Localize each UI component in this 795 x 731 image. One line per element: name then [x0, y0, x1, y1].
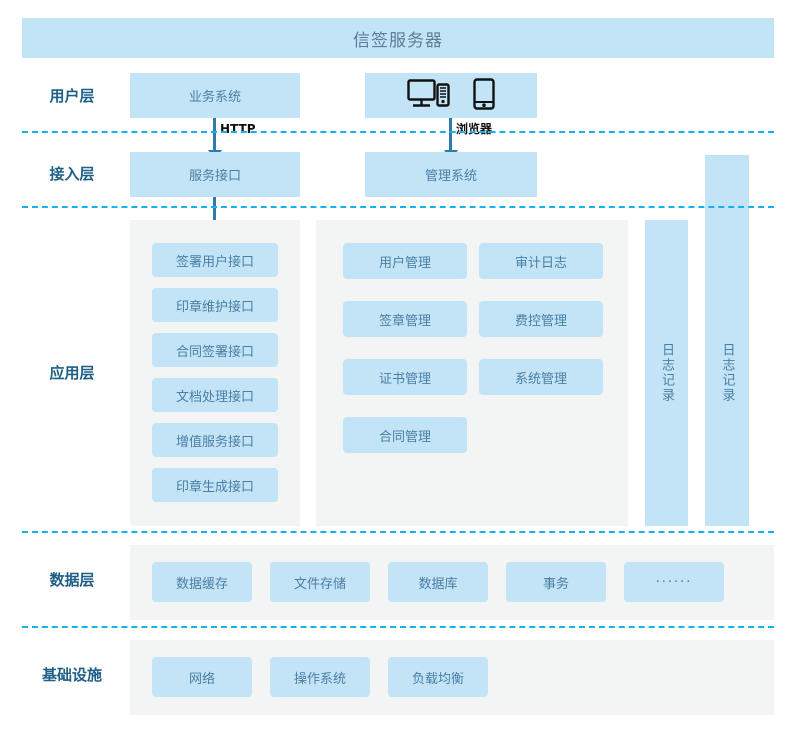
log-bar-outer-label: 日志记录	[719, 343, 735, 403]
node-module-user-management[interactable]: 用户管理	[343, 243, 467, 279]
node-transaction-label: 事务	[542, 576, 569, 592]
node-module-audit-log[interactable]: 审计日志	[479, 243, 603, 279]
node-interface-0-label: 签署用户接口	[175, 254, 254, 270]
layer-label-infra: 基础设施	[41, 665, 102, 684]
node-database[interactable]: 数据库	[388, 562, 488, 602]
node-module-audit-log-label: 审计日志	[514, 255, 567, 271]
data-layer-panel: 数据缓存 文件存储 数据库 事务 ······	[130, 545, 774, 620]
mobile-phone-icon	[473, 77, 495, 114]
infra-layer-panel: 网络 操作系统 负载均衡	[130, 640, 774, 715]
node-data-more-label: ······	[655, 574, 693, 590]
node-interface-2-label: 合同签署接口	[175, 344, 254, 360]
node-data-cache[interactable]: 数据缓存	[152, 562, 252, 602]
node-business-system[interactable]: 业务系统	[130, 73, 300, 118]
access-layer-side-bar	[705, 155, 749, 220]
node-file-storage-label: 文件存储	[293, 576, 346, 592]
divider-app-data	[22, 531, 774, 533]
app-panel-interfaces: 签署用户接口 印章维护接口 合同签署接口 文档处理接口 增值服务接口 印章生成接…	[130, 220, 300, 526]
node-module-seal-management-label: 签章管理	[378, 313, 431, 329]
node-management-system[interactable]: 管理系统	[365, 152, 537, 197]
node-module-certificate-management[interactable]: 证书管理	[343, 359, 467, 395]
layer-label-user: 用户层	[49, 86, 95, 105]
node-interface-4-label: 增值服务接口	[175, 434, 254, 450]
node-service-interface[interactable]: 服务接口	[130, 152, 300, 197]
node-data-more[interactable]: ······	[624, 562, 724, 602]
connector-http-line	[213, 118, 216, 152]
connector-service-to-app-line	[213, 197, 216, 226]
layer-label-data: 数据层	[49, 570, 95, 589]
node-management-system-label: 管理系统	[424, 169, 477, 184]
node-interface-5[interactable]: 印章生成接口	[152, 468, 278, 502]
node-network[interactable]: 网络	[152, 657, 252, 697]
node-module-contract-management-label: 合同管理	[378, 429, 431, 445]
connector-browser-label: 浏览器	[456, 122, 493, 136]
node-module-cost-control-label: 费控管理	[514, 313, 567, 329]
node-module-user-management-label: 用户管理	[378, 255, 431, 271]
node-interface-3[interactable]: 文档处理接口	[152, 378, 278, 412]
node-module-certificate-management-label: 证书管理	[378, 371, 431, 387]
connector-http-label: HTTP	[220, 122, 256, 136]
connector-browser-line	[449, 118, 452, 152]
node-operating-system-label: 操作系统	[293, 671, 346, 687]
layer-label-app: 应用层	[49, 363, 95, 382]
node-database-label: 数据库	[418, 576, 458, 592]
divider-data-infra	[22, 626, 774, 628]
node-interface-5-label: 印章生成接口	[175, 479, 254, 495]
node-interface-3-label: 文档处理接口	[175, 389, 254, 405]
node-file-storage[interactable]: 文件存储	[270, 562, 370, 602]
desktop-computer-icon	[407, 78, 451, 113]
node-service-interface-label: 服务接口	[188, 169, 241, 184]
node-module-cost-control[interactable]: 费控管理	[479, 301, 603, 337]
node-module-system-management[interactable]: 系统管理	[479, 359, 603, 395]
divider-user-access	[22, 131, 774, 133]
node-interface-1[interactable]: 印章维护接口	[152, 288, 278, 322]
node-module-seal-management[interactable]: 签章管理	[343, 301, 467, 337]
node-interface-4[interactable]: 增值服务接口	[152, 423, 278, 457]
diagram-title-bar: 信签服务器	[22, 18, 774, 58]
log-bar-inner: 日志记录	[645, 220, 688, 526]
node-module-contract-management[interactable]: 合同管理	[343, 417, 467, 453]
node-data-cache-label: 数据缓存	[175, 576, 228, 592]
log-bar-inner-label: 日志记录	[659, 343, 674, 403]
node-business-system-label: 业务系统	[188, 90, 241, 105]
log-bar-outer: 日志记录	[705, 220, 749, 526]
node-client-devices[interactable]	[365, 73, 537, 118]
node-load-balancer[interactable]: 负载均衡	[388, 657, 488, 697]
diagram-title: 信签服务器	[353, 30, 443, 51]
node-interface-1-label: 印章维护接口	[175, 299, 254, 315]
layer-label-access: 接入层	[49, 164, 95, 183]
node-network-label: 网络	[188, 671, 215, 687]
divider-access-app	[22, 206, 774, 208]
node-operating-system[interactable]: 操作系统	[270, 657, 370, 697]
node-load-balancer-label: 负载均衡	[411, 671, 464, 687]
node-module-system-management-label: 系统管理	[514, 371, 567, 387]
node-interface-2[interactable]: 合同签署接口	[152, 333, 278, 367]
node-transaction[interactable]: 事务	[506, 562, 606, 602]
app-panel-modules: 用户管理 签章管理 证书管理 合同管理 审计日志 费控管理 系统管理	[316, 220, 628, 526]
node-interface-0[interactable]: 签署用户接口	[152, 243, 278, 277]
